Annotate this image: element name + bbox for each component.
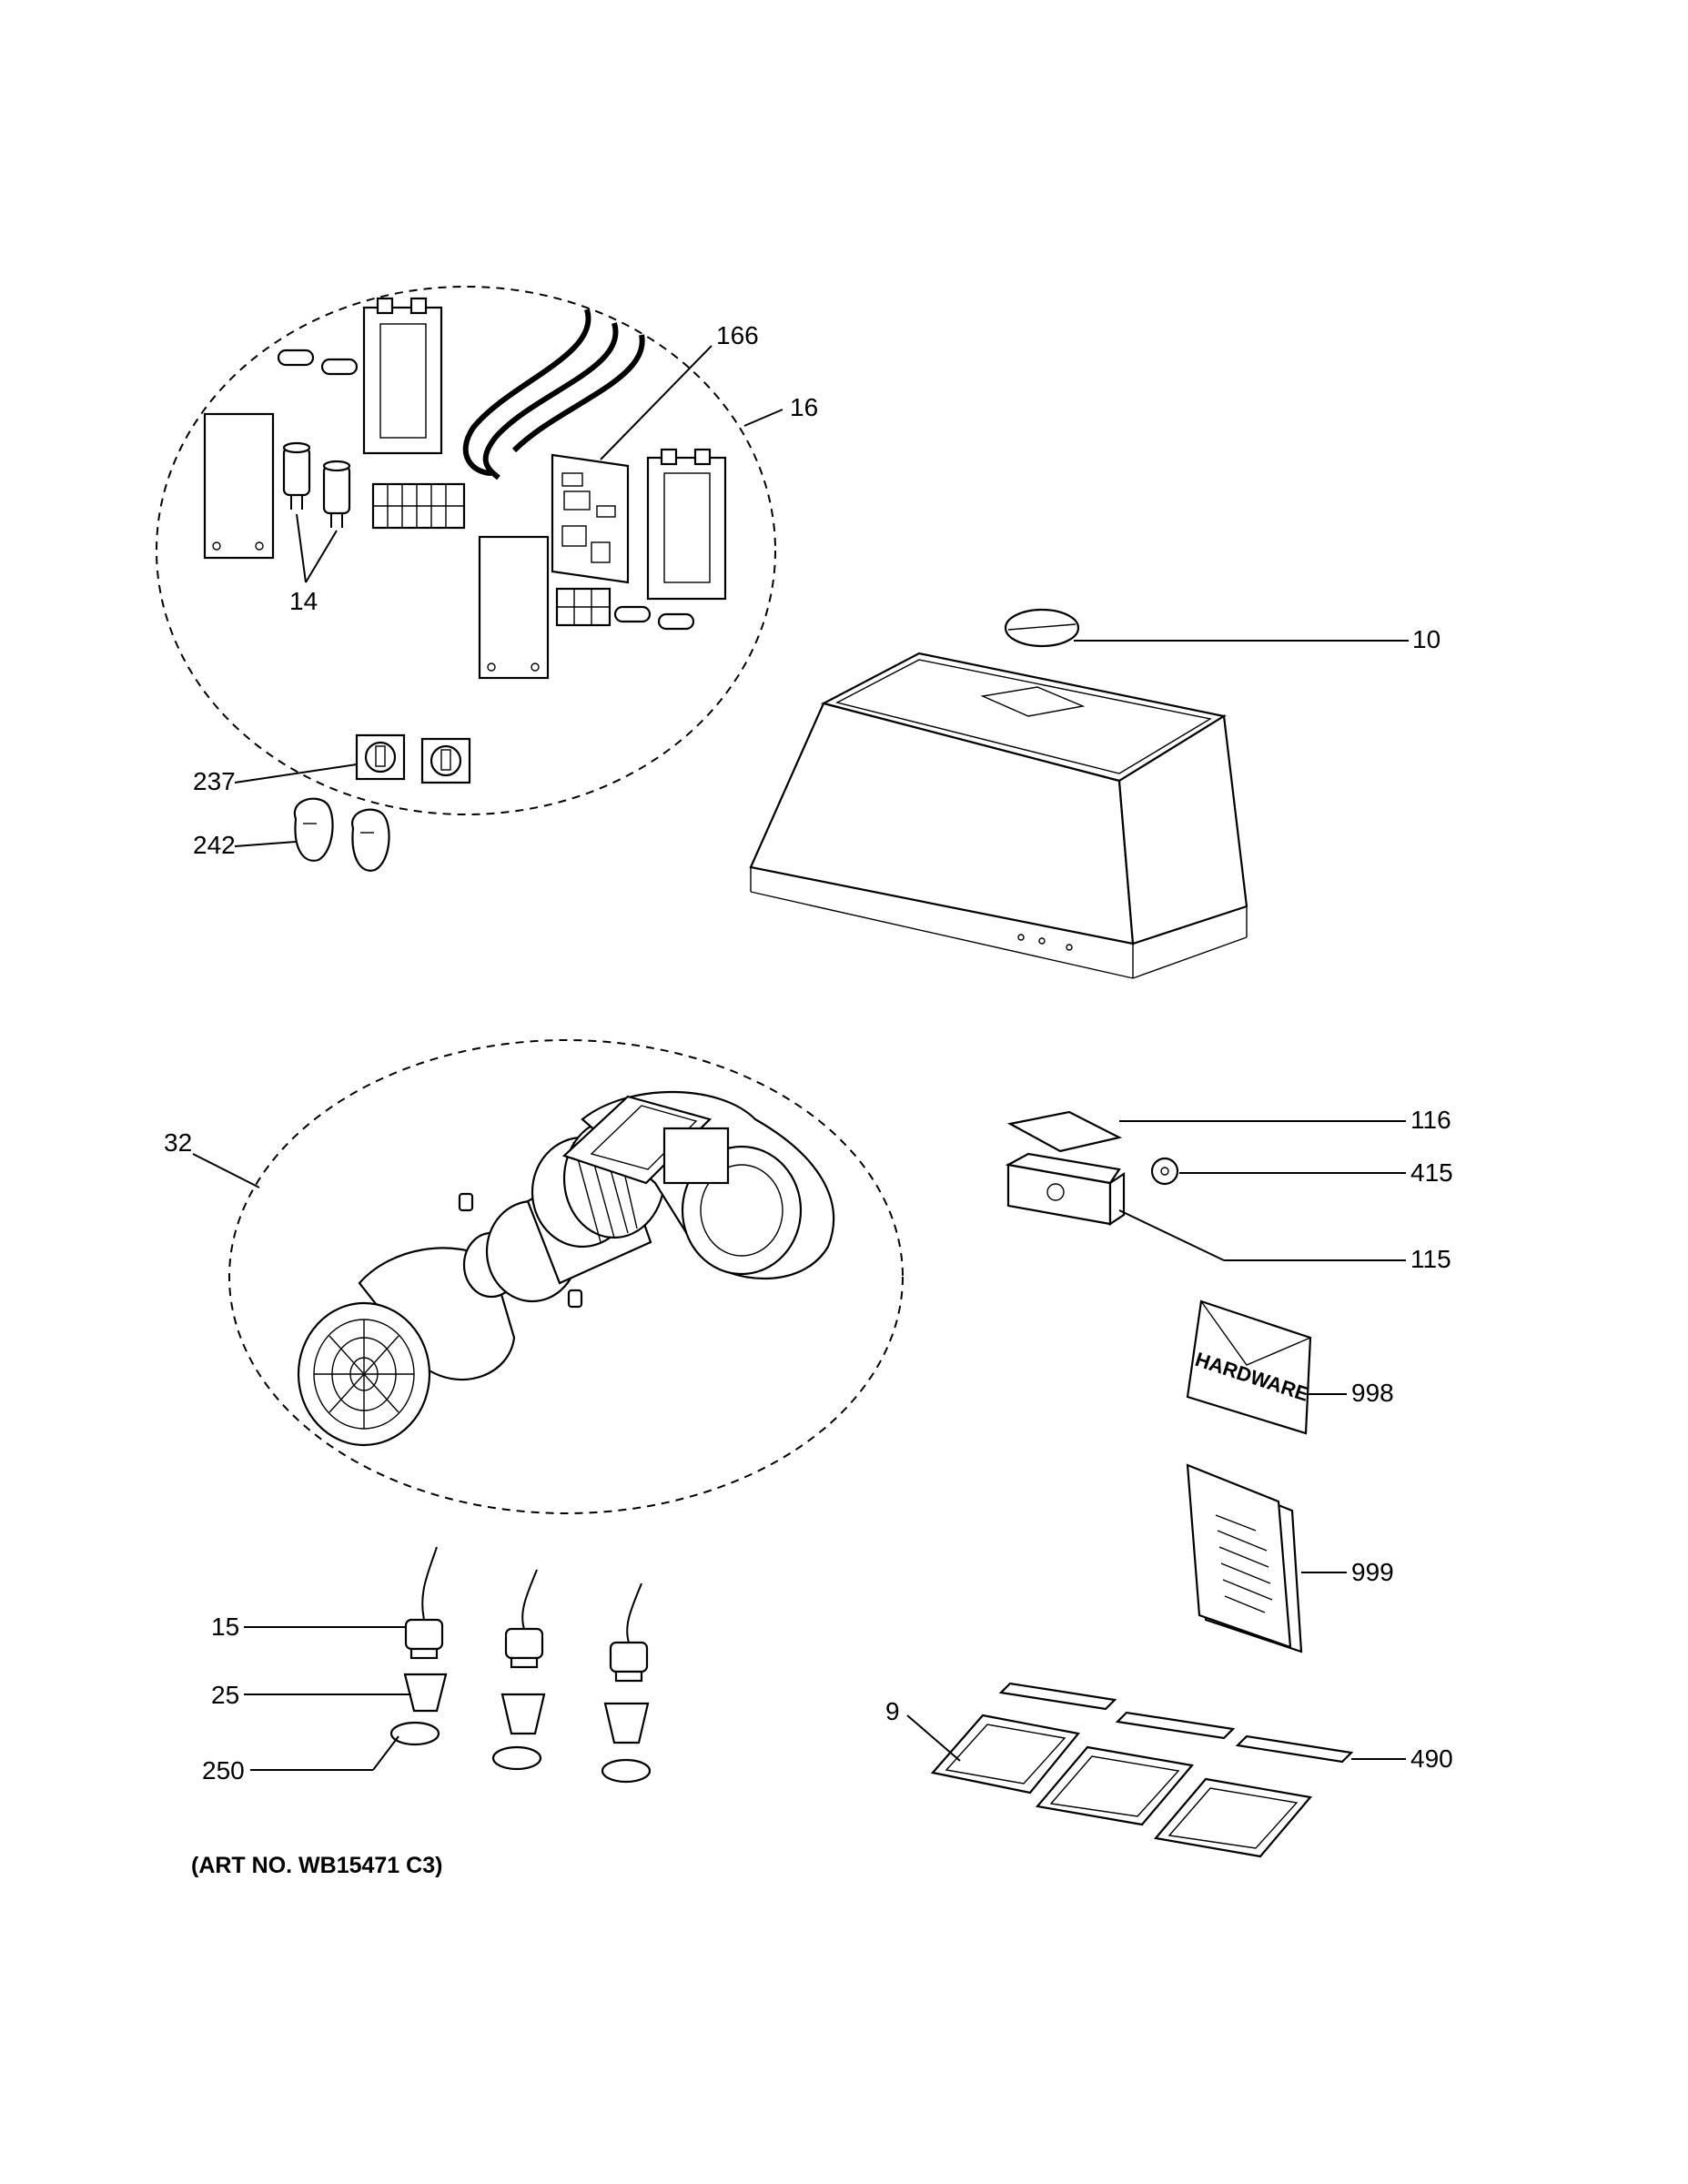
- halogen-bulb: [403, 1673, 448, 1713]
- halogen-bulb: [603, 1702, 650, 1744]
- control-knob-indicator: [1017, 934, 1025, 941]
- callout-250: 250: [202, 1756, 245, 1785]
- callout-16: 16: [790, 393, 818, 421]
- light-socket: [404, 1546, 444, 1660]
- blower-screw: [458, 1192, 474, 1212]
- callout-116: 116: [1410, 1106, 1451, 1134]
- blower-group-boundary: [228, 1039, 904, 1514]
- connector-clip: [320, 358, 359, 376]
- control-board: [551, 453, 630, 584]
- junction-box: [1005, 1110, 1179, 1227]
- grease-filters: [930, 1714, 1313, 1858]
- terminal-block: [555, 587, 612, 627]
- callout-237: 237: [193, 767, 236, 795]
- damper-cap: [1004, 608, 1080, 648]
- terminal-housing-right: [646, 448, 727, 601]
- connector-clip: [657, 612, 695, 631]
- halogen-bulb: [500, 1693, 546, 1735]
- terminal-housing-left: [362, 297, 443, 455]
- control-knob-indicator: [1038, 937, 1046, 945]
- callout-15: 15: [211, 1613, 239, 1641]
- leader-lines: [192, 345, 1409, 1771]
- light-socket: [609, 1582, 649, 1683]
- control-board-group: [156, 286, 776, 872]
- control-group-boundary: [156, 286, 776, 815]
- callout-166: 166: [716, 321, 759, 349]
- callout-labels: 166 16 14 10 237 242 32 116 415 115 998 …: [164, 321, 1453, 1785]
- hardware-packet: HARDWARE: [1186, 1299, 1311, 1435]
- callout-999: 999: [1351, 1558, 1394, 1586]
- filter-brackets: [998, 1682, 1354, 1764]
- callout-9: 9: [885, 1697, 900, 1725]
- blower-intake-grille: [297, 1301, 431, 1447]
- owners-manual: [1186, 1463, 1303, 1653]
- callout-242: 242: [193, 831, 236, 859]
- filter-bracket: [998, 1682, 1117, 1711]
- retaining-ring: [601, 1758, 652, 1784]
- callout-25: 25: [211, 1681, 239, 1709]
- retaining-ring: [389, 1721, 440, 1746]
- callout-998: 998: [1351, 1379, 1394, 1407]
- range-hood: [749, 608, 1248, 979]
- junction-box-cover: [1006, 1110, 1123, 1153]
- capacitor: [282, 441, 311, 510]
- cover-plate-left: [203, 412, 275, 560]
- control-knob: [293, 797, 334, 862]
- blower-assembly-group: [228, 1039, 904, 1514]
- terminal-block: [371, 482, 466, 530]
- connector-clip: [613, 605, 652, 623]
- callout-14: 14: [289, 587, 318, 615]
- callout-115: 115: [1410, 1245, 1451, 1273]
- retaining-rings: [389, 1721, 652, 1784]
- blower-mounting-flange: [561, 1095, 730, 1185]
- wire-harness: [462, 308, 645, 480]
- filter-bracket: [1115, 1711, 1236, 1740]
- callout-490: 490: [1410, 1744, 1453, 1773]
- halogen-bulbs: [403, 1673, 650, 1744]
- light-socket: [504, 1569, 544, 1669]
- blower-screw: [567, 1289, 583, 1309]
- callout-10: 10: [1412, 625, 1440, 653]
- rotary-switch: [420, 737, 471, 784]
- hood-vent-opening: [980, 686, 1086, 717]
- light-sockets: [404, 1546, 649, 1683]
- control-knob: [351, 808, 390, 872]
- cover-plate-center: [478, 535, 550, 680]
- art-number: (ART NO. WB15471 C3): [191, 1853, 442, 1878]
- callout-32: 32: [164, 1128, 192, 1157]
- control-knob-indicator: [1066, 944, 1073, 951]
- grease-filter: [930, 1714, 1081, 1795]
- capacitor: [322, 460, 351, 528]
- retaining-ring: [491, 1745, 542, 1771]
- filter-bracket: [1235, 1734, 1354, 1764]
- connector-clip: [277, 349, 315, 367]
- grommet: [1150, 1157, 1179, 1186]
- rotary-switch: [355, 733, 406, 781]
- callout-415: 415: [1410, 1158, 1453, 1187]
